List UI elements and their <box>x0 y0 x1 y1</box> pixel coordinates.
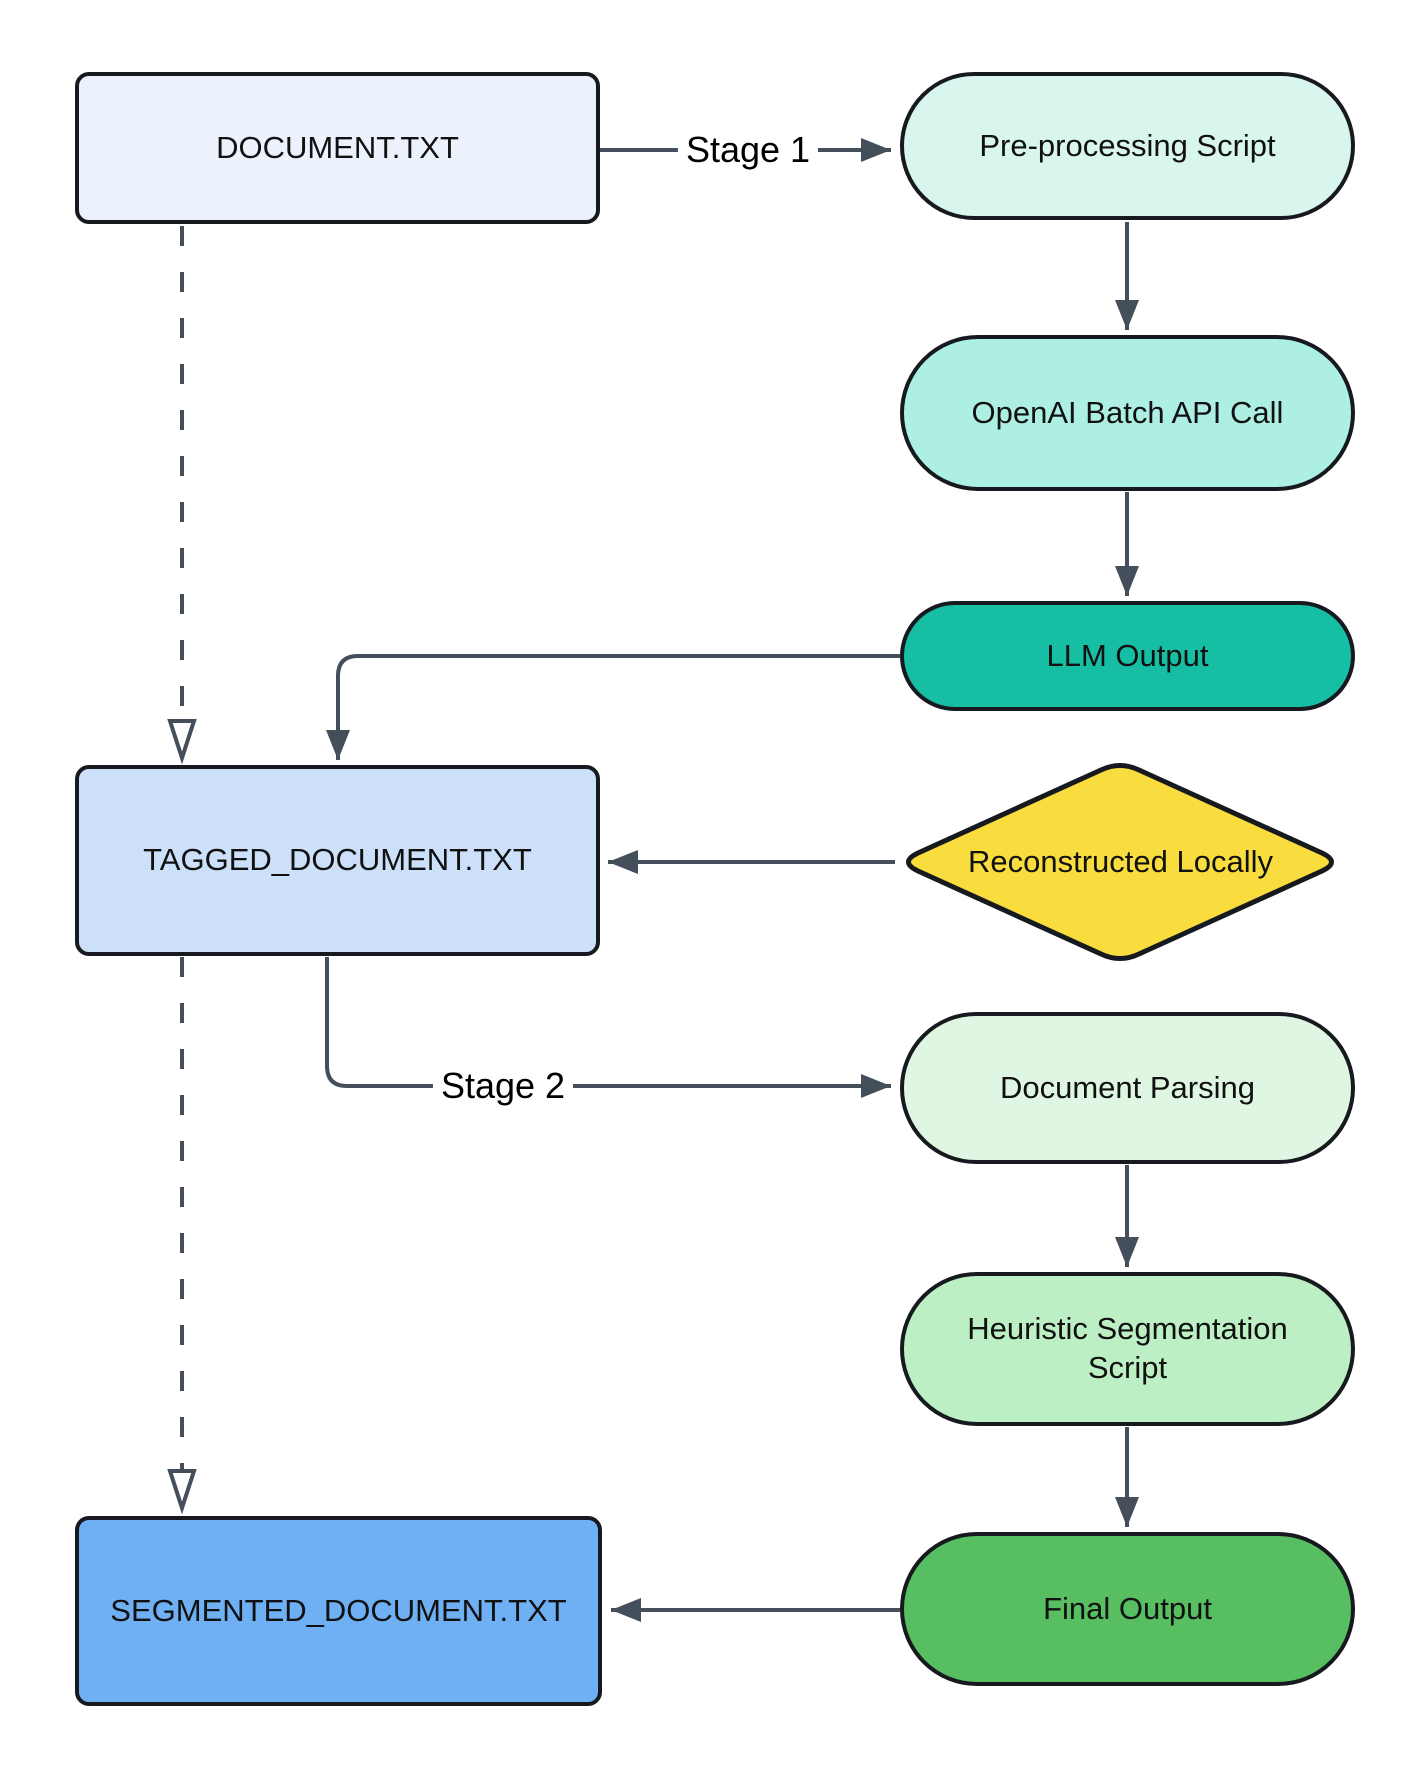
edge-llm-to-tagged <box>326 654 900 760</box>
node-tagged-document-txt-label: TAGGED_DOCUMENT.TXT <box>143 842 532 878</box>
node-heuristic-segmentation-script: Heuristic Segmentation Script <box>900 1272 1355 1426</box>
node-document-txt-label: DOCUMENT.TXT <box>216 129 459 165</box>
node-reconstructed-locally: Reconstructed Locally <box>897 758 1344 966</box>
node-final-output: Final Output <box>900 1532 1355 1686</box>
node-tagged-document-txt: TAGGED_DOCUMENT.TXT <box>75 765 600 956</box>
edge-label-stage2: Stage 2 <box>432 1063 574 1109</box>
node-reconstructed-locally-label: Reconstructed Locally <box>968 843 1273 879</box>
diamond-shape <box>906 763 1334 961</box>
edge-tagged-to-parsing-stage2 <box>325 957 891 1098</box>
node-preprocessing-script-label: Pre-processing Script <box>979 127 1276 163</box>
node-preprocessing-script: Pre-processing Script <box>900 72 1355 220</box>
node-llm-output: LLM Output <box>900 601 1355 711</box>
node-llm-output-label: LLM Output <box>1046 637 1209 673</box>
node-openai-batch-api-call: OpenAI Batch API Call <box>900 335 1355 491</box>
diamond-polygon <box>906 763 1334 961</box>
node-document-parsing-label: Document Parsing <box>999 1069 1255 1105</box>
node-segmented-document-txt: SEGMENTED_DOCUMENT.TXT <box>75 1516 602 1706</box>
node-openai-batch-api-call-label: OpenAI Batch API Call <box>971 394 1284 430</box>
node-segmented-document-txt-label: SEGMENTED_DOCUMENT.TXT <box>110 1592 567 1628</box>
node-document-parsing: Document Parsing <box>900 1012 1355 1164</box>
node-document-txt: DOCUMENT.TXT <box>75 72 600 224</box>
node-final-output-label: Final Output <box>1043 1590 1212 1626</box>
edge-label-stage1: Stage 1 <box>677 127 819 173</box>
node-heuristic-segmentation-script-label: Heuristic Segmentation Script <box>967 1311 1288 1385</box>
